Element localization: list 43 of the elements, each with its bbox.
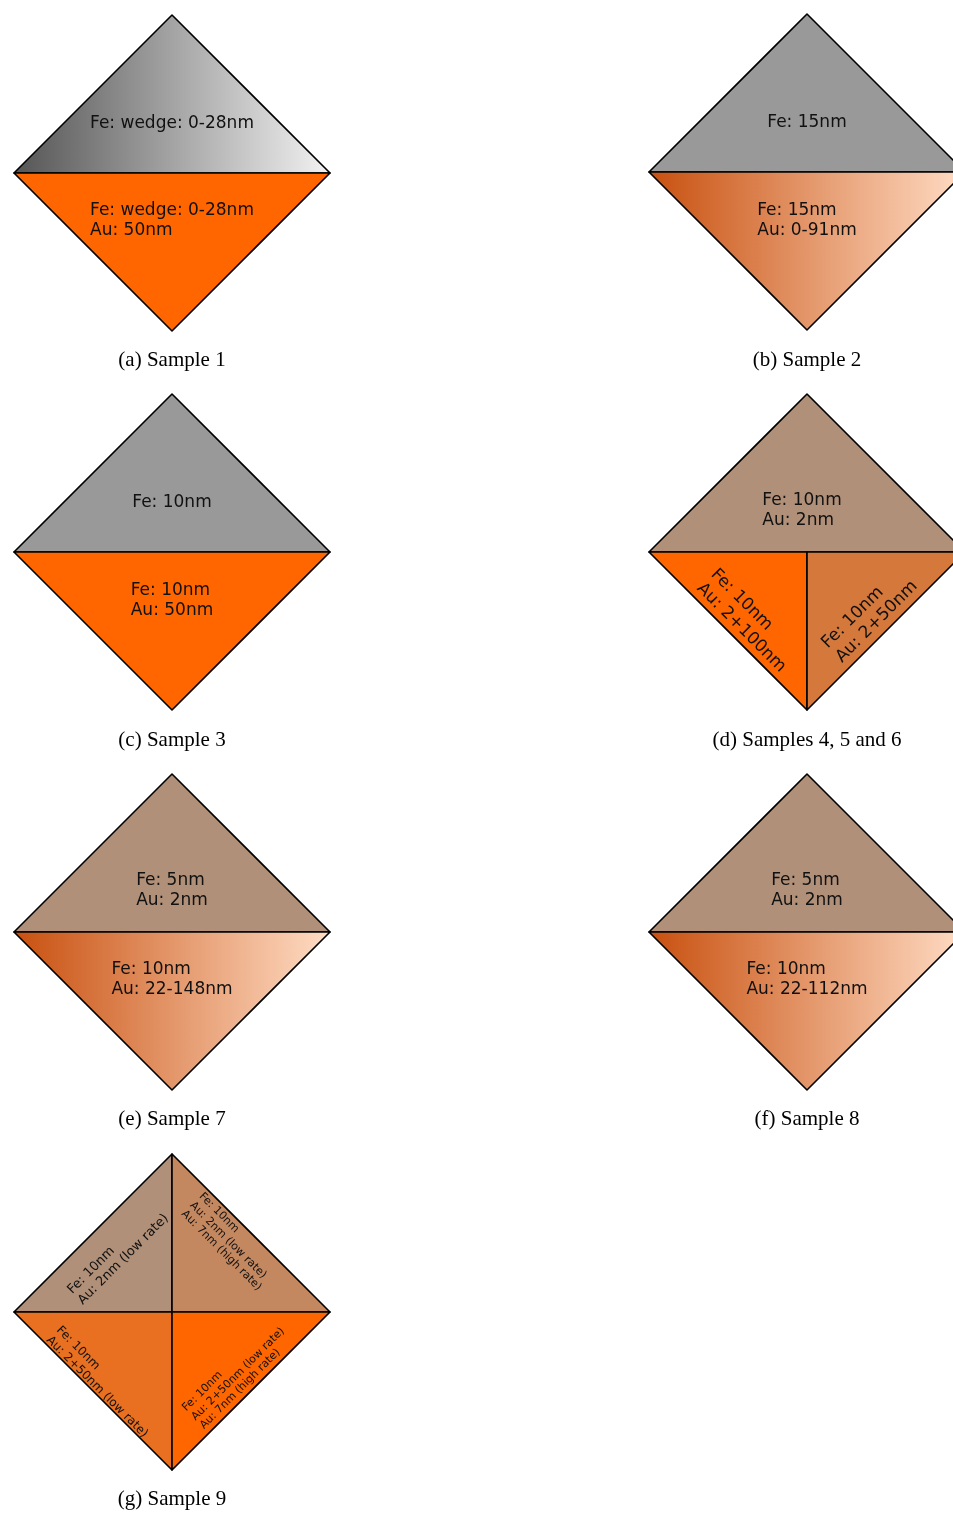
layer-label: Au: 50nm: [90, 220, 173, 240]
layer-label: Fe: 10nm: [132, 492, 212, 512]
triangle-region: [649, 394, 953, 552]
layer-label: Fe: wedge: 0-28nm: [90, 113, 254, 133]
layer-label: Fe: wedge: 0-28nm: [90, 200, 254, 220]
triangle-region: [14, 1154, 172, 1312]
caption: (b) Sample 2: [752, 347, 862, 372]
caption: (f) Sample 8: [754, 1106, 860, 1131]
triangle-region: [807, 552, 953, 710]
caption: (e) Sample 7: [118, 1106, 226, 1131]
triangle-region: [14, 394, 330, 552]
layer-label: Fe: 15nm: [757, 200, 837, 220]
layer-label: Fe: 10nm: [130, 580, 211, 600]
caption: (d) Samples 4, 5 and 6: [712, 727, 902, 752]
layer-label: Au: 22-112nm: [746, 979, 868, 999]
layer-label: Fe: 15nm: [767, 112, 847, 132]
triangle-region: [649, 172, 953, 330]
triangle-region: [172, 1312, 330, 1470]
layer-label: Fe: 10nm: [762, 490, 842, 510]
layer-label: Au: 0-91nm: [757, 220, 857, 240]
caption: (c) Sample 3: [118, 727, 226, 752]
layer-label: Fe: 10nm: [111, 959, 191, 979]
triangle-region: [172, 1154, 330, 1312]
layer-label: Au: 2nm: [771, 890, 843, 910]
layer-label: Au: 50nm: [130, 600, 214, 620]
triangle-region: [14, 1312, 172, 1470]
layer-label: Au: 2nm: [762, 510, 834, 530]
caption: (g) Sample 9: [117, 1486, 227, 1511]
layer-label: Fe: 10nm: [746, 959, 826, 979]
layer-label: Fe: 5nm: [136, 870, 205, 890]
caption: (a) Sample 1: [118, 347, 226, 372]
layer-label: Fe: 5nm: [771, 870, 840, 890]
triangle-region: [14, 932, 330, 1090]
triangle-region: [649, 14, 953, 172]
triangle-region: [649, 774, 953, 932]
triangle-region: [14, 15, 330, 173]
triangle-region: [14, 774, 330, 932]
triangle-region: [649, 552, 807, 710]
layer-label: Au: 2nm: [136, 890, 208, 910]
layer-label: Au: 22-148nm: [111, 979, 233, 999]
triangle-region: [649, 932, 953, 1090]
triangle-region: [14, 552, 330, 710]
triangle-region: [14, 173, 330, 331]
